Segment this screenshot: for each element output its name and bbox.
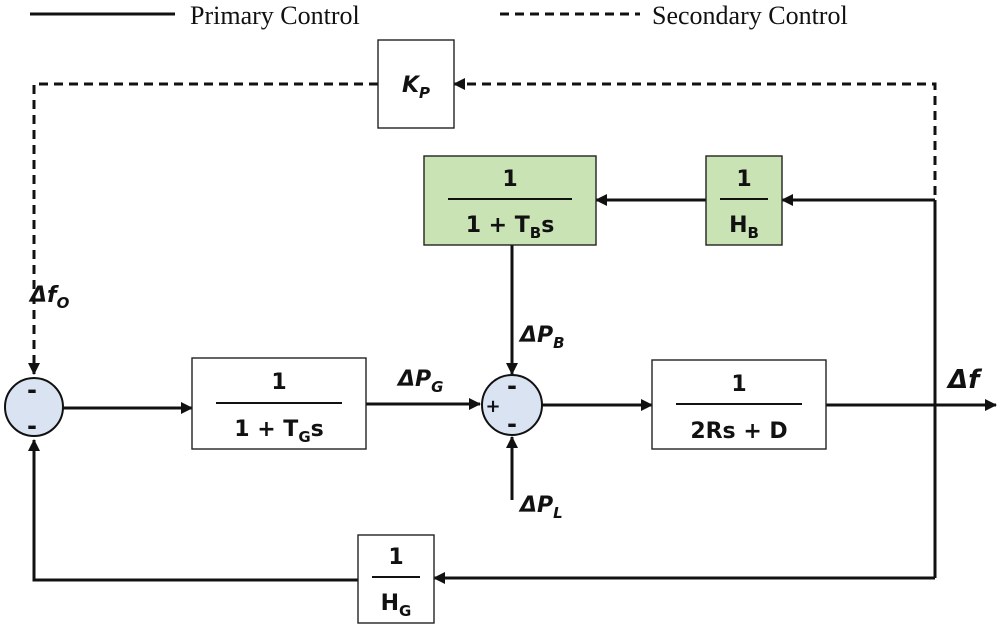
governor-num: 1 — [271, 370, 286, 395]
delta-f-label: Δf — [946, 365, 983, 395]
left-sum-top-sign: - — [27, 376, 37, 404]
middle-sum-top-sign: - — [507, 372, 517, 400]
governor-den-main: 1 + T — [234, 417, 298, 442]
system-block: 1 2Rs + D — [651, 359, 827, 450]
primary-wires — [28, 194, 997, 584]
battery-droop-den-sub: B — [747, 224, 758, 242]
governor-den-sub: G — [298, 428, 310, 446]
svg-text:ΔPL: ΔPL — [518, 493, 563, 522]
battery-filter-num: 1 — [502, 167, 517, 192]
governor-block: 1 1 + TGs — [191, 357, 367, 450]
middle-summing-junction: - + - — [481, 372, 543, 438]
battery-filter-block: 1 1 + TBs — [423, 155, 597, 246]
legend: Primary Control Secondary Control — [30, 1, 848, 30]
kp-main: K — [402, 73, 421, 98]
battery-droop-den-main: H — [729, 213, 747, 238]
battery-droop-num: 1 — [736, 167, 751, 192]
governor-droop-den-sub: G — [399, 602, 411, 620]
middle-sum-left-sign: + — [485, 396, 500, 417]
delta-pb-sub: B — [553, 334, 564, 352]
svg-text:ΔPG: ΔPG — [396, 367, 443, 396]
governor-droop-block: 1 HG — [357, 534, 435, 624]
svg-text:1 + TGs: 1 + TGs — [234, 417, 324, 446]
battery-filter-den-sub: B — [530, 224, 541, 242]
governor-den-tail: s — [311, 417, 324, 442]
delta-f0-main: Δf — [28, 283, 59, 308]
governor-droop-num: 1 — [388, 545, 403, 570]
delta-pl-sub: L — [553, 504, 563, 522]
svg-text:HG: HG — [381, 591, 412, 620]
system-den: 2Rs + D — [690, 419, 787, 444]
dashed-feedback-to-kp — [453, 78, 937, 225]
delta-f0-sub: O — [57, 294, 70, 312]
svg-text:HB: HB — [729, 213, 759, 242]
legend-primary-label: Primary Control — [190, 1, 360, 30]
delta-pg-main: ΔP — [396, 367, 431, 392]
battery-droop-block: 1 HB — [705, 155, 783, 246]
svg-text:1 + TBs: 1 + TBs — [466, 213, 555, 242]
svg-text:ΔPB: ΔPB — [518, 323, 565, 352]
wire-hg-to-sum — [28, 439, 358, 582]
left-summing-junction: - - — [4, 376, 64, 440]
delta-pl-main: ΔP — [518, 493, 553, 518]
secondary-wires — [28, 78, 937, 375]
system-num: 1 — [731, 372, 746, 397]
middle-sum-bottom-sign: - — [507, 410, 517, 438]
delta-pg-sub: G — [431, 378, 443, 396]
kp-block: KP — [377, 39, 455, 129]
battery-filter-den-tail: s — [541, 213, 554, 238]
dashed-kp-to-sum — [28, 82, 378, 375]
governor-droop-den-main: H — [381, 591, 399, 616]
legend-secondary-label: Secondary Control — [652, 1, 848, 30]
svg-text:KP: KP — [402, 73, 430, 102]
delta-pb-main: ΔP — [518, 323, 553, 348]
battery-filter-den-main: 1 + T — [466, 213, 530, 238]
left-sum-bottom-sign: - — [27, 412, 37, 440]
svg-text:ΔfO: ΔfO — [28, 283, 70, 312]
kp-sub: P — [419, 84, 430, 102]
